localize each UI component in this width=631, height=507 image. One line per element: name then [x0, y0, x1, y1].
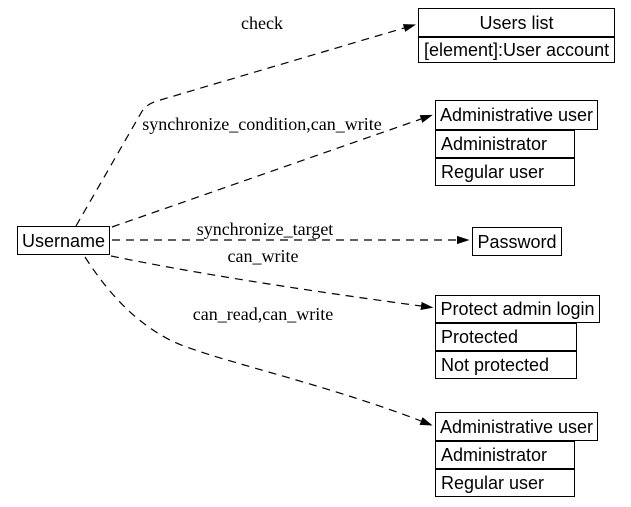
- node-protect-admin-login-row: Not protected: [435, 351, 577, 379]
- node-protect-admin-login-header: Protect admin login: [435, 295, 600, 323]
- node-users-list-row: [element]:User account: [418, 37, 615, 63]
- node-password-label: Password: [477, 231, 557, 252]
- node-protect-admin-login: Protect admin login Protected Not protec…: [435, 295, 600, 379]
- node-administrative-user-bottom: Administrative user Administrator Regula…: [435, 412, 598, 497]
- node-administrative-user-top-row: Administrator: [435, 130, 575, 158]
- node-administrative-user-top-row: Regular user: [435, 158, 575, 186]
- edge-label-check: check: [241, 13, 283, 33]
- edge-can-read-can-write-line: [84, 256, 433, 426]
- node-users-list-header: Users list: [418, 8, 615, 37]
- edge-can-write-line: [110, 255, 434, 311]
- node-password: Password: [472, 227, 562, 256]
- node-administrative-user-top-header: Administrative user: [435, 100, 598, 130]
- edge-label-can-read-can-write: can_read,can_write: [192, 304, 334, 324]
- edge-label-synchronize-target: synchronize_target: [196, 219, 334, 239]
- edge-check-line: [75, 24, 416, 227]
- edge-label-synchronize-condition: synchronize_condition,can_write: [142, 114, 382, 134]
- node-username: Username: [17, 226, 110, 255]
- node-username-label: Username: [21, 230, 106, 251]
- node-administrative-user-bottom-row: Administrator: [435, 441, 575, 469]
- node-administrative-user-bottom-row: Regular user: [435, 469, 575, 497]
- node-protect-admin-login-row: Protected: [435, 323, 577, 351]
- edge-synchronize-condition-line: [111, 114, 433, 228]
- node-users-list: Users list [element]:User account: [418, 8, 615, 63]
- edge-label-can-write: can_write: [227, 246, 299, 266]
- node-administrative-user-top: Administrative user Administrator Regula…: [435, 100, 598, 186]
- node-administrative-user-bottom-header: Administrative user: [435, 412, 598, 441]
